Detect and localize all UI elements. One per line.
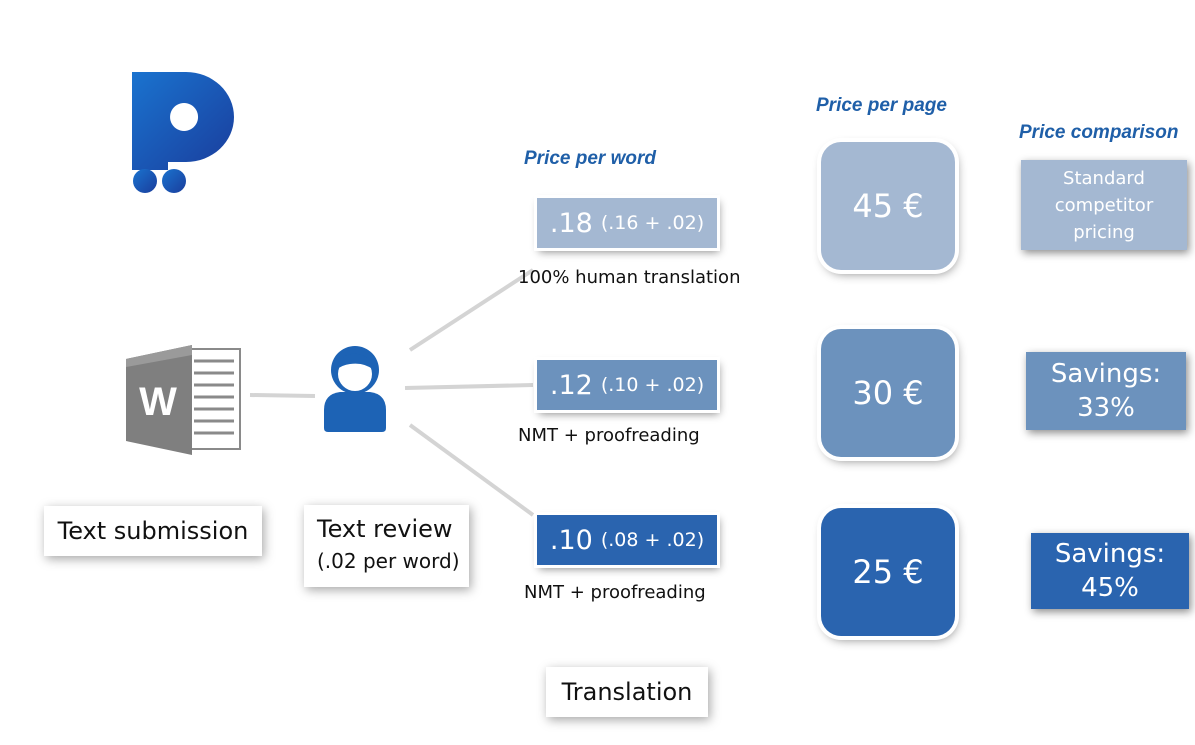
word-price-box-human: .18 (.16 + .02) <box>537 198 717 248</box>
word-price-breakdown: (.10 + .02) <box>600 374 705 396</box>
connector-to-human-translation <box>408 268 535 352</box>
svg-text:W: W <box>139 380 177 424</box>
page-price-value: 25 € <box>852 553 924 591</box>
user-icon <box>324 346 386 432</box>
comparison-box-savings-45: Savings: 45% <box>1031 533 1189 609</box>
word-price-breakdown: (.08 + .02) <box>600 529 705 551</box>
comparison-box-standard: Standard competitor pricing <box>1021 160 1187 250</box>
word-price-value: .10 <box>549 524 593 556</box>
page-price-value: 45 € <box>852 187 924 225</box>
step-label: Text review <box>317 515 453 543</box>
text-submission-card: Text submission <box>44 506 262 556</box>
page-price-value: 30 € <box>852 374 924 412</box>
word-price-breakdown: (.16 + .02) <box>600 212 705 234</box>
word-price-value: .12 <box>549 369 593 401</box>
page-price-box-nmt-1: 30 € <box>821 329 955 457</box>
method-label-human: 100% human translation <box>518 267 741 288</box>
step-label: Text submission <box>57 517 249 545</box>
method-label-nmt-1: NMT + proofreading <box>518 425 700 446</box>
comparison-text: Savings: 45% <box>1054 539 1166 603</box>
step-detail: (.02 per word) <box>317 549 460 573</box>
connector-doc-to-reviewer <box>249 393 316 398</box>
comparison-box-savings-33: Savings: 33% <box>1026 352 1186 430</box>
comparison-text: Savings: 33% <box>1050 359 1162 423</box>
comparison-text: Standard competitor pricing <box>1054 167 1154 243</box>
page-price-box-human: 45 € <box>821 142 955 270</box>
word-document-icon: W <box>126 345 241 455</box>
price-per-page-heading: Price per page <box>816 95 947 116</box>
word-price-box-nmt-2: .10 (.08 + .02) <box>537 515 717 565</box>
translation-card: Translation <box>546 667 708 717</box>
word-price-box-nmt-1: .12 (.10 + .02) <box>537 360 717 410</box>
page-price-box-nmt-2: 25 € <box>821 508 955 636</box>
method-label-nmt-2: NMT + proofreading <box>524 582 706 603</box>
step-label: Translation <box>561 678 693 706</box>
p-logo-icon <box>132 72 234 193</box>
price-per-word-heading: Price per word <box>524 148 656 169</box>
price-comparison-heading: Price comparison <box>1019 122 1179 143</box>
connector-to-nmt-1 <box>404 383 534 390</box>
connector-to-nmt-2 <box>408 423 535 517</box>
word-price-value: .18 <box>549 207 593 239</box>
text-review-card: Text review (.02 per word) <box>304 505 469 587</box>
